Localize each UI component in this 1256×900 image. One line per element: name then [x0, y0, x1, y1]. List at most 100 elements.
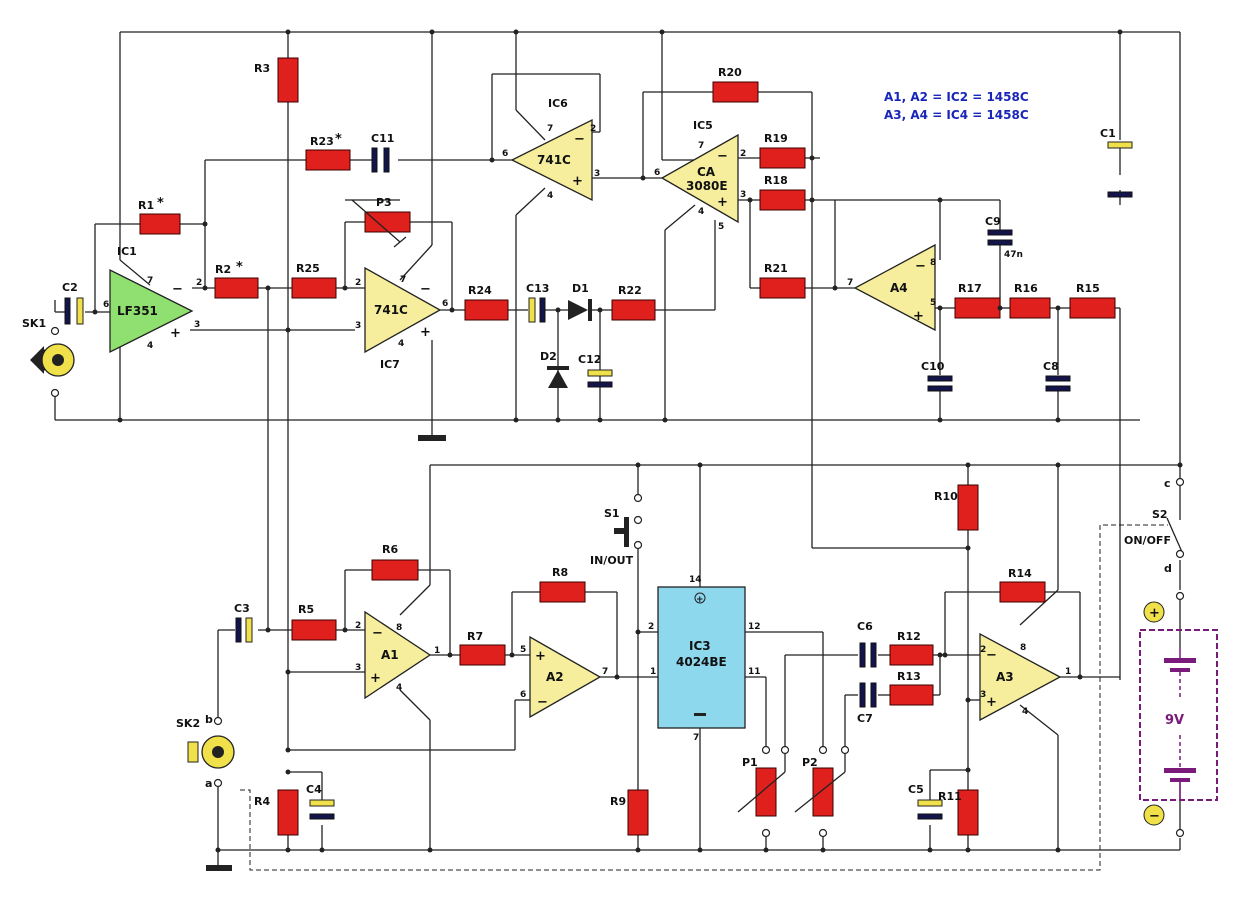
svg-text:1: 1 — [434, 646, 440, 656]
junctions — [92, 29, 1183, 853]
svg-text:7: 7 — [400, 275, 406, 285]
svg-text:12: 12 — [748, 622, 761, 632]
label-c1: C1 — [1100, 127, 1116, 140]
svg-text:−: − — [537, 695, 548, 710]
label-r25: R25 — [296, 262, 320, 275]
svg-text:+: + — [696, 595, 704, 605]
label-r23-star: * — [335, 132, 342, 147]
label-d1: D1 — [572, 282, 589, 295]
svg-text:8: 8 — [1020, 643, 1026, 653]
svg-text:2: 2 — [196, 278, 202, 288]
switch-s2 — [1166, 477, 1185, 838]
ic1-type: LF351 — [117, 304, 158, 318]
svg-text:5: 5 — [520, 645, 526, 655]
label-r6: R6 — [382, 543, 398, 556]
label-p2: P2 — [802, 756, 818, 769]
label-r13: R13 — [897, 670, 921, 683]
diode-d1 — [568, 299, 592, 321]
resistor-r10 — [957, 484, 979, 531]
label-r9: R9 — [610, 795, 626, 808]
opamp-a2: + − A2 — [529, 635, 602, 719]
resistor-r19 — [759, 147, 806, 169]
capacitor-c1 — [1107, 141, 1133, 149]
ic1-label: IC1 — [117, 245, 137, 258]
svg-text:3: 3 — [980, 690, 986, 700]
svg-text:7: 7 — [698, 141, 704, 151]
label-r7: R7 — [467, 630, 483, 643]
label-r12: R12 — [897, 630, 921, 643]
ic3-name: IC3 — [689, 639, 711, 653]
svg-text:+: + — [572, 174, 583, 189]
label-c9-value: 47n — [1004, 250, 1023, 260]
svg-text:−: − — [915, 259, 926, 274]
capacitors — [64, 141, 1133, 820]
label-s2-d: d — [1164, 562, 1172, 575]
ground-symbol-main — [206, 865, 232, 871]
capacitor-c4 — [309, 799, 335, 807]
svg-text:4: 4 — [547, 191, 553, 201]
capacitor-c12 — [587, 369, 613, 377]
resistor-r13 — [889, 684, 934, 706]
opamp-ic7: − + 741C IC7 — [364, 266, 442, 371]
label-p1: P1 — [742, 756, 758, 769]
svg-text:2: 2 — [648, 622, 654, 632]
pot-p1 — [737, 750, 786, 817]
ic5-type-line2: 3080E — [686, 179, 728, 193]
label-r2-star: * — [236, 260, 243, 275]
opamp-a4: − + A4 — [853, 243, 936, 332]
battery-minus-sign: − — [1149, 809, 1160, 824]
label-c7: C7 — [857, 712, 873, 725]
svg-text:+: + — [913, 309, 924, 324]
svg-text:+: + — [717, 195, 728, 210]
diode-d2 — [547, 366, 569, 388]
ic7-label: IC7 — [380, 358, 400, 371]
svg-text:6: 6 — [442, 299, 448, 309]
pin-numbers: 7 2 6 3 4 6 7 2 3 4 7 2 6 3 4 5 2 7 6 3 … — [103, 124, 1071, 743]
svg-text:6: 6 — [520, 690, 526, 700]
svg-text:−: − — [574, 132, 585, 147]
resistor-r2 — [214, 277, 259, 299]
label-d2: D2 — [540, 350, 557, 363]
label-s1: S1 — [604, 507, 620, 520]
resistor-r14 — [999, 581, 1046, 603]
resistor-r4 — [277, 789, 299, 836]
svg-text:7: 7 — [847, 278, 853, 288]
capacitor-c8 — [1045, 375, 1071, 382]
label-s2: S2 — [1152, 508, 1168, 521]
capacitor-c3 — [235, 617, 242, 643]
svg-text:6: 6 — [654, 168, 660, 178]
a1-label: A1 — [381, 648, 399, 662]
resistor-r17 — [954, 297, 1001, 319]
label-s1-function: IN/OUT — [590, 554, 634, 567]
svg-text:+: + — [535, 649, 546, 664]
svg-text:−: − — [172, 282, 183, 297]
svg-text:1: 1 — [1065, 667, 1071, 677]
capacitor-c10 — [927, 375, 953, 382]
label-r1: R1 — [138, 199, 154, 212]
resistor-r22 — [611, 299, 656, 321]
resistor-r8 — [539, 581, 586, 603]
svg-text:4: 4 — [396, 683, 402, 693]
resistor-r7 — [459, 644, 506, 666]
resistor-r24 — [464, 299, 509, 321]
ic5-label: IC5 — [693, 119, 713, 132]
svg-text:2: 2 — [590, 124, 596, 134]
label-s2-function: ON/OFF — [1124, 534, 1171, 547]
switch-s1 — [614, 493, 643, 550]
ground-symbol-ic7 — [418, 435, 446, 441]
ic7-type: 741C — [374, 303, 408, 317]
label-sk2-b: b — [205, 713, 213, 726]
svg-text:6: 6 — [103, 300, 109, 310]
ic6-label: IC6 — [548, 97, 568, 110]
resistor-r16 — [1009, 297, 1051, 319]
capacitor-c5 — [917, 799, 943, 807]
resistor-r20 — [712, 81, 759, 103]
resistor-r5 — [291, 619, 337, 641]
svg-text:1: 1 — [650, 667, 656, 677]
svg-text:+: + — [170, 326, 181, 341]
label-c11: C11 — [371, 132, 394, 145]
label-r8: R8 — [552, 566, 568, 579]
resistor-r6 — [371, 559, 419, 581]
resistor-r11 — [957, 789, 979, 836]
